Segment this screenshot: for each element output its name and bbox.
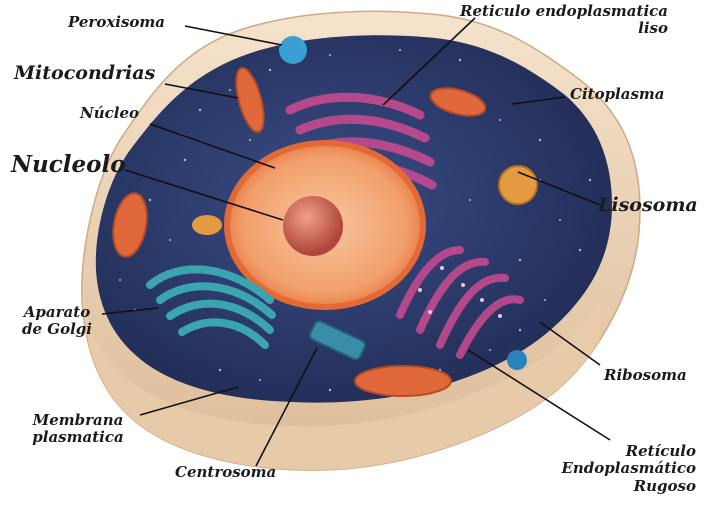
label-lisosoma: Lisosoma	[598, 194, 698, 216]
label-mitocondrias: Mitocondrias	[14, 62, 156, 84]
mitochondria	[112, 66, 487, 397]
label-reticulo-rugoso: Retículo Endoplasmático Rugoso	[530, 442, 696, 495]
rough-er-ribosomes	[418, 266, 502, 318]
label-reticulo-liso: Reticulo endoplasmatica liso	[420, 2, 668, 38]
centrosome	[308, 320, 366, 361]
golgi-apparatus	[146, 265, 276, 349]
leader-lines	[101, 17, 611, 467]
label-aparato-golgi-line2: de Golgi	[22, 320, 92, 339]
lysosome	[498, 165, 538, 205]
vesicle	[192, 215, 222, 235]
label-reticulo-liso-line1: Reticulo endoplasmatica	[460, 2, 668, 20]
label-ribosoma: Ribosoma	[604, 366, 687, 384]
label-reticulo-rugoso-line2: Endoplasmático	[561, 459, 696, 478]
label-membrana: Membrana plasmatica	[18, 411, 138, 447]
label-reticulo-rugoso-line1: Retículo	[625, 442, 696, 460]
label-aparato-golgi-line1: Aparato	[23, 303, 91, 321]
label-peroxisoma: Peroxisoma	[68, 13, 166, 31]
rough-er	[396, 246, 524, 359]
nucleolus	[283, 196, 343, 256]
label-nucleolo: Nucleolo	[11, 151, 126, 178]
label-reticulo-rugoso-line3: Rugoso	[633, 476, 696, 495]
peroxisome	[279, 36, 307, 64]
ribosome-dots	[119, 49, 592, 392]
vesicle	[507, 350, 527, 370]
label-membrana-line1: Membrana	[32, 411, 124, 429]
label-reticulo-liso-line2: liso	[638, 19, 668, 38]
label-aparato-golgi: Aparato de Golgi	[12, 303, 102, 339]
label-nucleo: Núcleo	[80, 104, 139, 122]
label-centrosoma: Centrosoma	[175, 463, 277, 481]
label-citoplasma: Citoplasma	[570, 85, 665, 103]
membrane-rim	[82, 290, 600, 471]
label-membrana-line2: plasmatica	[32, 428, 124, 447]
